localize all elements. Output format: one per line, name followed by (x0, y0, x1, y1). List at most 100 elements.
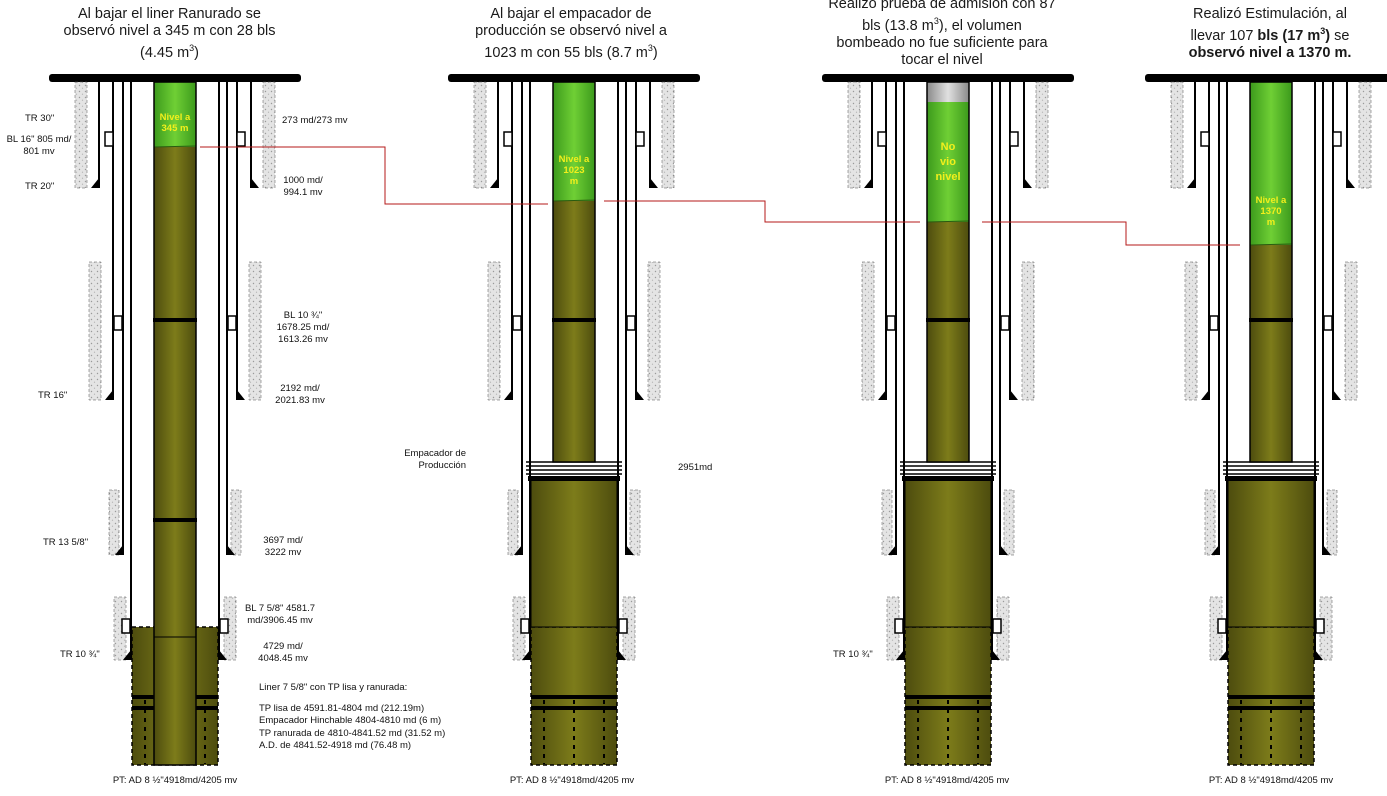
cement-sheath (622, 596, 636, 661)
cement-sheath (1035, 81, 1049, 189)
wellbore-panel-1 (49, 74, 301, 766)
cement-sheath (88, 261, 102, 401)
cement-sheath (113, 596, 127, 661)
liner-hanger (1323, 315, 1333, 331)
cement-sheath (661, 81, 675, 189)
cement-sheath (230, 489, 242, 556)
casing-shoe (490, 178, 498, 188)
label-depth-1000: 1000 md/994.1 mv (283, 175, 323, 198)
liner-hanger (219, 618, 229, 634)
casing-shoe (123, 650, 131, 660)
liner-hanger (618, 618, 628, 634)
cement-sheath (1358, 81, 1372, 189)
liner-hanger (1217, 618, 1227, 634)
cement-sheath (74, 81, 88, 189)
label-depth-273: 273 md/273 mv (282, 115, 348, 126)
liner-hanger (512, 315, 522, 331)
tubing-coupling (1249, 318, 1293, 322)
level-step-line-2 (604, 200, 920, 223)
panel-1-title: Al bajar el liner Ranurado se observó ni… (63, 6, 276, 61)
liner-hanger (1009, 131, 1019, 147)
liner-hanger (1315, 618, 1325, 634)
liner-hanger (626, 315, 636, 331)
tubing-gas-column (553, 82, 595, 201)
casing-shoe (618, 650, 626, 660)
panel-3-title: Realizó prueba de admisión con 87 bls (1… (828, 0, 1056, 68)
cement-sheath (1184, 261, 1198, 401)
annulus-fluid-below-packer (530, 479, 618, 628)
panel-3-bottom-label: PT: AD 8 ½"4918md/4205 mv (884, 775, 1010, 786)
casing-shoe (650, 178, 658, 188)
liner-hanger (635, 131, 645, 147)
label-tr13: TR 13 5/8" (43, 537, 89, 548)
cement-sheath (1021, 261, 1035, 401)
casing-shoe (1323, 545, 1331, 555)
tubing-outline (153, 81, 197, 766)
casing-shoe (626, 545, 634, 555)
tubing-coupling (552, 318, 596, 322)
swell-packer-band (1228, 706, 1314, 710)
liner-hanger (113, 315, 123, 331)
cement-sheath (473, 81, 487, 189)
casing-shoe (504, 390, 512, 400)
cement-sheath (487, 261, 501, 401)
tubing-gas-column (927, 102, 969, 222)
casing-shoe (227, 545, 235, 555)
swell-packer-band (531, 706, 617, 710)
tubing-outline (1249, 81, 1293, 463)
label-depth-4729: 4729 md/4048.45 mv (258, 641, 308, 664)
level-step-line-1 (200, 146, 548, 205)
casing-shoe (1333, 390, 1341, 400)
casing-shoe (1219, 650, 1227, 660)
fluid-level-line (153, 145, 197, 148)
cement-sheath (1003, 489, 1015, 556)
casing-shoe (636, 390, 644, 400)
casing-shoe (878, 390, 886, 400)
cement-sheath (1204, 489, 1216, 556)
liner-hanger (1209, 315, 1219, 331)
cement-sheath (262, 81, 276, 189)
cement-sheath (223, 596, 237, 661)
cement-sheath (1344, 261, 1358, 401)
cement-sheath (507, 489, 519, 556)
swell-packer-band (531, 695, 617, 699)
tubing-fluid-column (927, 222, 969, 462)
packer-base (902, 476, 994, 481)
casing-shoe (115, 545, 123, 555)
tubing-gas-cap (927, 82, 969, 102)
wellhead-bar (1145, 74, 1387, 82)
label-depth-2192: 2192 md/2021.83 mv (275, 383, 325, 406)
label-depth-3697: 3697 md/3222 mv (263, 535, 303, 558)
casing-shoe (219, 650, 227, 660)
liner-hanger (992, 618, 1002, 634)
tubing-fluid-column (1250, 245, 1292, 462)
label-bl16: BL 16" 805 md/801 mv (6, 134, 72, 157)
tubing-fluid-column (553, 201, 595, 462)
casing-shoe (1024, 178, 1032, 188)
cement-sheath (108, 489, 120, 556)
label-tr30: TR 30" (25, 113, 55, 124)
casing-shoe (1315, 650, 1323, 660)
liner-hanger (503, 131, 513, 147)
liner-hanger (236, 131, 246, 147)
casing-shoe (105, 390, 113, 400)
casing-shoe (251, 178, 259, 188)
tubing-fluid-column (154, 147, 196, 765)
liner-hanger (104, 131, 114, 147)
cement-sheath (1326, 489, 1338, 556)
cement-sheath (629, 489, 641, 556)
cement-sheath (1209, 596, 1223, 661)
packer-base (528, 476, 620, 481)
wellhead-bar (49, 74, 301, 82)
cement-sheath (847, 81, 861, 189)
cement-sheath (886, 596, 900, 661)
level-comparison-lines (200, 146, 1240, 246)
casing-shoe (1187, 178, 1195, 188)
